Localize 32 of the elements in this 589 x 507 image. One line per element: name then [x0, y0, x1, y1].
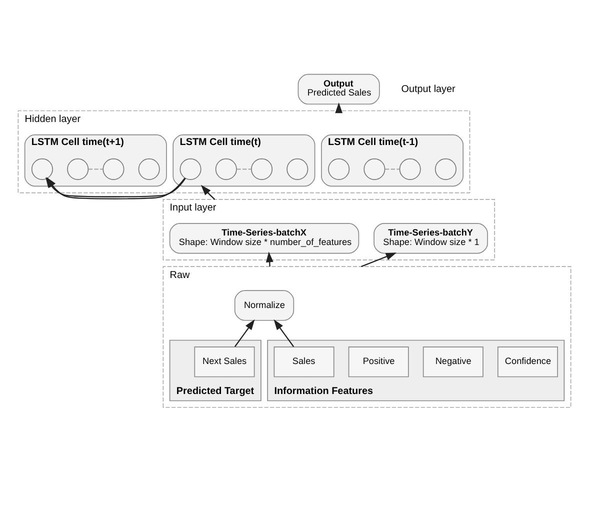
cluster: LSTM Cell time(t-1) — [321, 134, 464, 187]
connector — [236, 168, 252, 170]
node-circle — [286, 158, 308, 180]
cluster: LSTM Cell time(t) — [172, 134, 316, 187]
arrow — [335, 102, 343, 114]
node-box: Output Predicted Sales — [298, 74, 380, 105]
node-circle — [138, 158, 160, 180]
node-circle — [328, 158, 350, 180]
arrow — [274, 319, 294, 347]
node-box: Next Sales — [194, 346, 255, 378]
arrow — [200, 184, 216, 200]
arrow — [266, 252, 274, 267]
node-circle — [67, 158, 89, 180]
label: Output layer — [401, 84, 456, 95]
node-circle — [251, 158, 273, 180]
node-box: Sales — [274, 346, 334, 378]
node-circle — [215, 158, 237, 180]
node-box: Negative — [422, 346, 484, 378]
node-circle — [180, 158, 202, 180]
node-circle — [434, 158, 456, 180]
node-box: Confidence — [497, 346, 558, 378]
node-box: Time-Series-batchX Shape: Window size * number_of_features — [169, 223, 360, 254]
arrow — [234, 319, 255, 347]
connector — [384, 168, 400, 170]
node-box: Time-Series-batchY Shape: Window size * 1 — [374, 223, 488, 254]
node-circle — [399, 158, 421, 180]
node-box: Normalize — [234, 290, 294, 321]
node-circle — [364, 158, 386, 180]
node-circle — [31, 158, 53, 180]
node-circle — [102, 158, 124, 180]
node-box: Positive — [348, 346, 409, 378]
connector — [88, 168, 104, 170]
